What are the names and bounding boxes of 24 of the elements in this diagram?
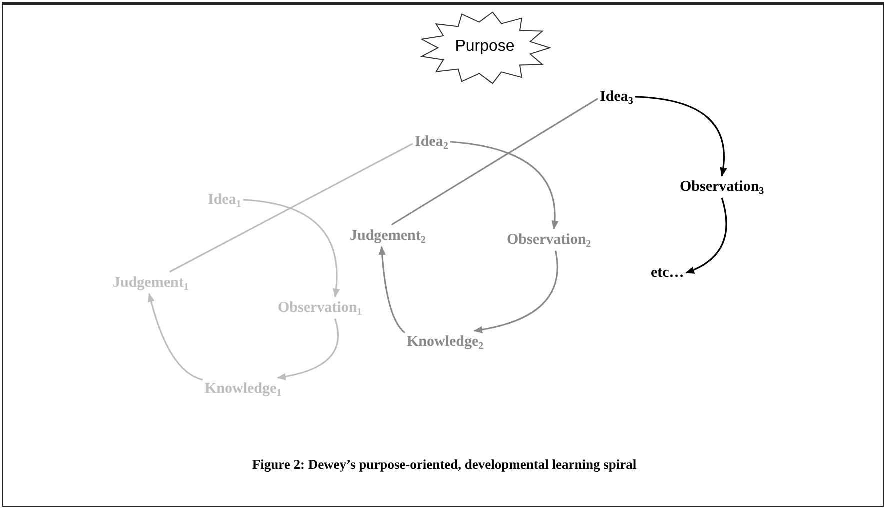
curved-arrow (450, 141, 558, 230)
curved-arrow (276, 318, 340, 380)
curved-arrow (474, 250, 558, 334)
stage-label: Idea$_{2}$ (415, 134, 448, 150)
connector-line (391, 98, 598, 226)
curved-arrow (635, 96, 727, 177)
curved-arrow (148, 293, 204, 381)
stage-label: Idea$_{3}$ (600, 89, 634, 105)
stage-label: Observation$_{1}$ (278, 300, 362, 316)
figure-caption: Figure 2: Dewey’s purpose-oriented, developmental learning spiral (251, 457, 638, 473)
stage-label: Judgement$_{1}$ (113, 275, 189, 291)
stage-label: Observation$_{3}$ (680, 179, 764, 195)
starburst-shape (420, 12, 550, 84)
stage-label: Knowledge$_{1}$ (205, 381, 282, 397)
curved-arrow (243, 199, 340, 298)
stage-label: Idea$_{1}$ (208, 192, 242, 208)
curved-arrow (685, 198, 728, 274)
stage-label: Judgement$_{2}$ (350, 228, 426, 244)
curved-arrow (378, 246, 406, 334)
starburst-label: Purpose (454, 38, 516, 56)
stage-label: Observation$_{2}$ (507, 232, 592, 248)
stage-label: Knowledge$_{2}$ (407, 334, 484, 350)
connector-line (170, 143, 414, 273)
stage-label: etc… (651, 265, 684, 281)
